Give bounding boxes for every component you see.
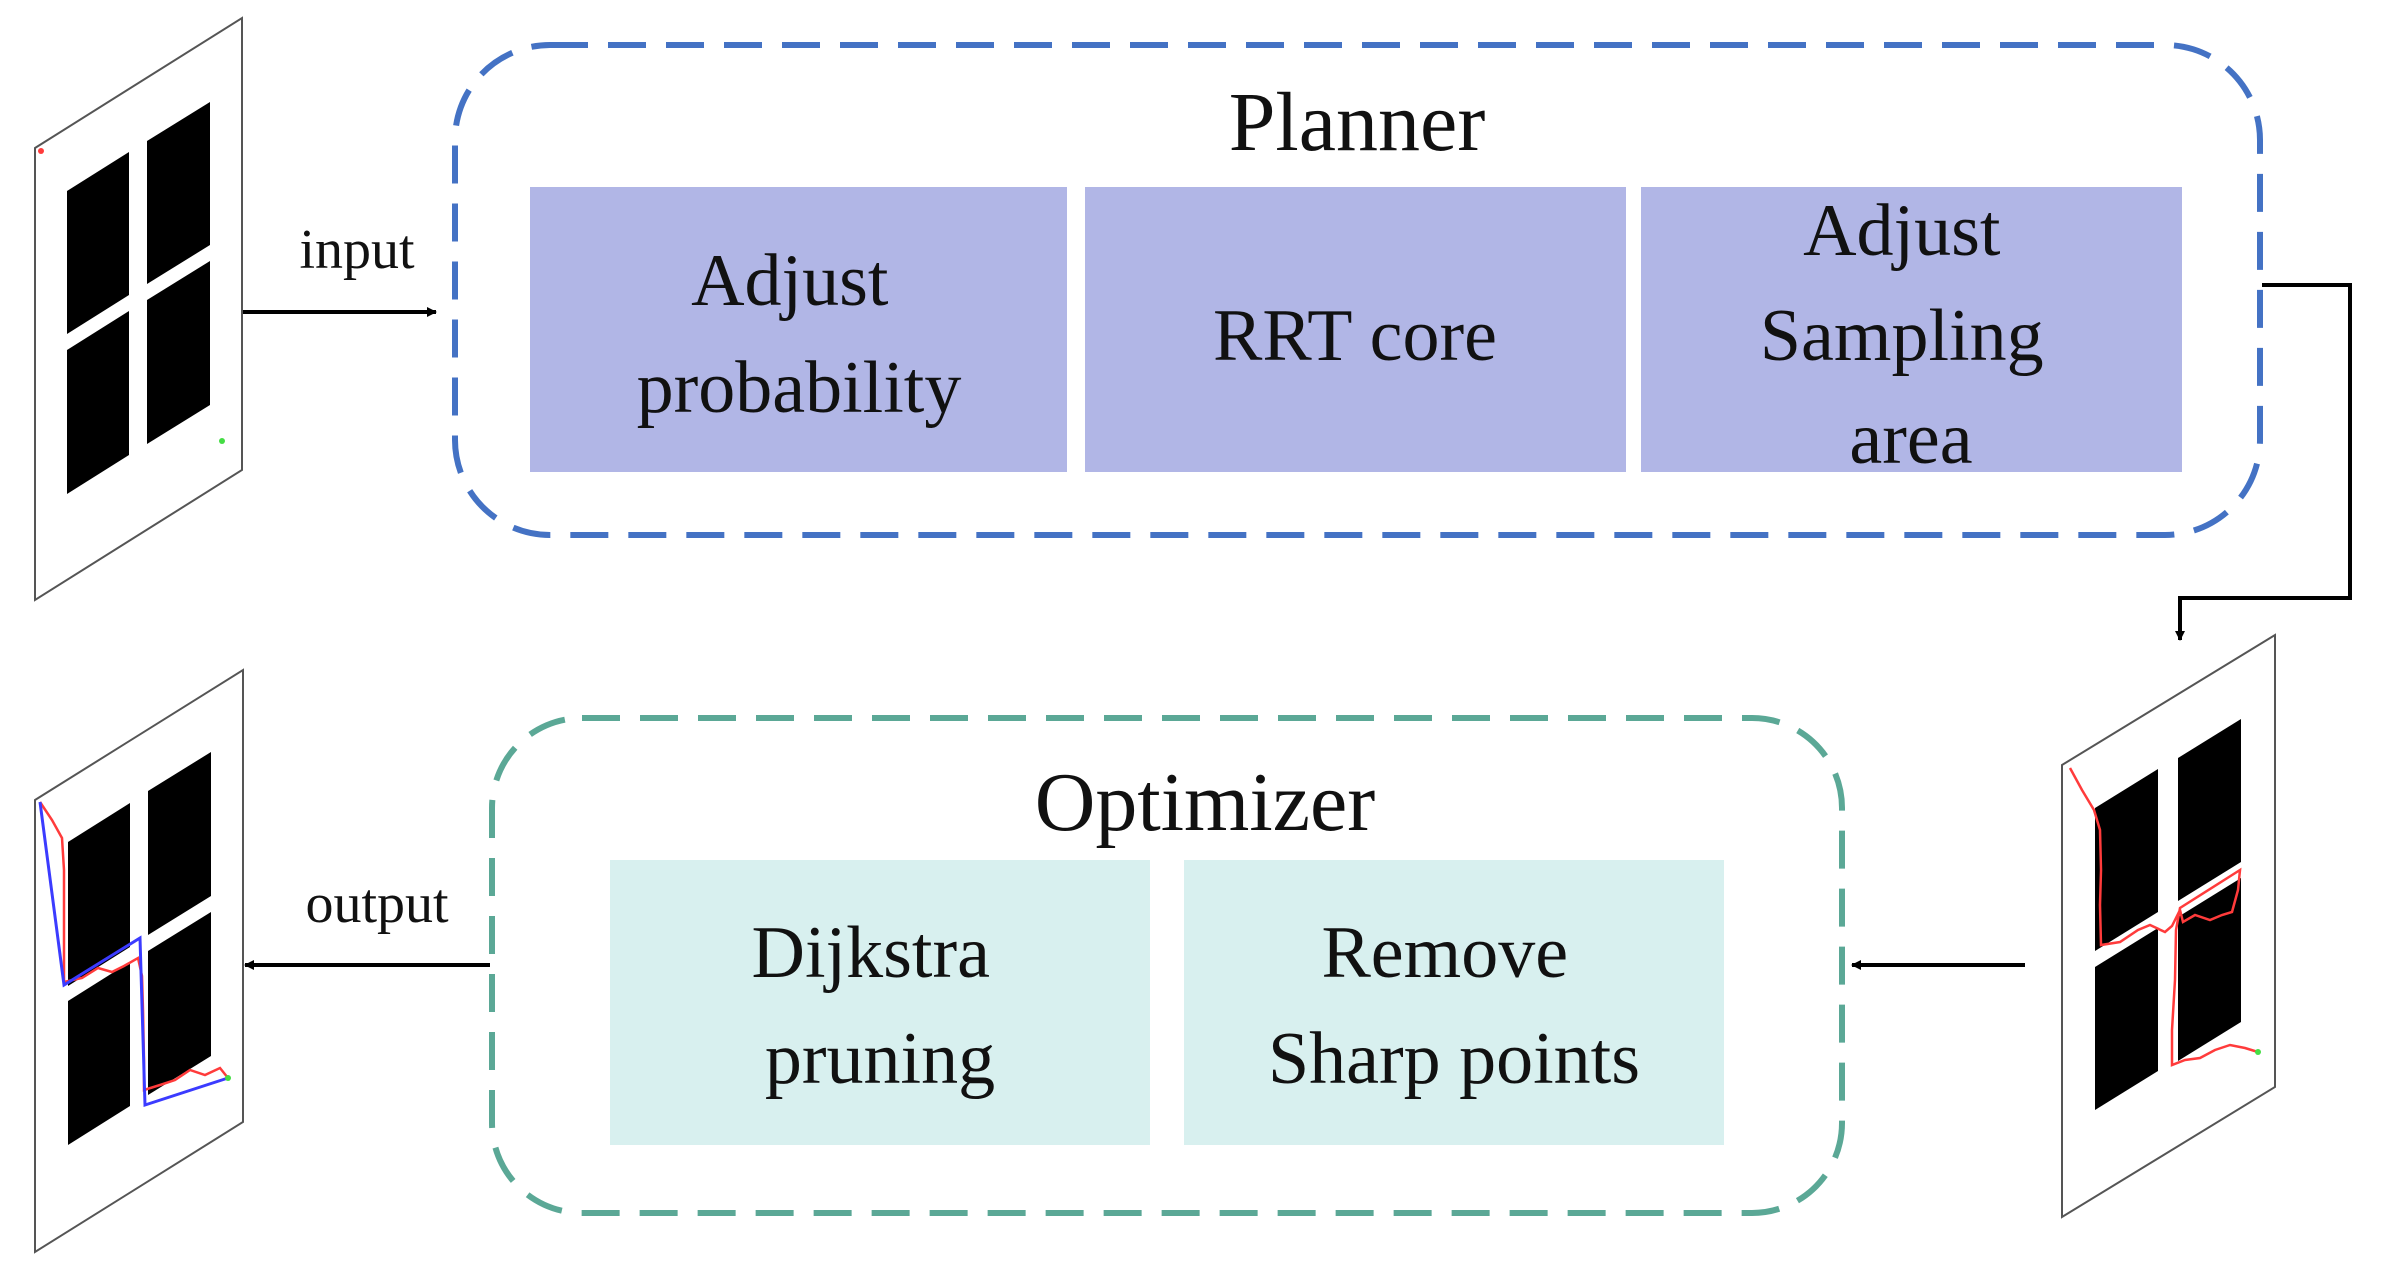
optimizer-title: Optimizer [1035, 756, 1376, 849]
svg-text:Adjust Sampling: Adjust Sampling area [1760, 190, 2062, 480]
optimizer-step-line: Sharp points [1268, 1018, 1640, 1100]
planner-step-box [530, 187, 1067, 472]
planner-frame [452, 42, 2263, 538]
planner-step-box [1085, 187, 1626, 472]
planner-step-line: RRT core [1213, 295, 1497, 377]
obstacle [2178, 878, 2241, 1061]
planner-step-line: area [1849, 398, 1972, 480]
raw-path [38, 801, 229, 1092]
planner-step-line: Sampling [1760, 295, 2044, 377]
obstacle [2095, 928, 2158, 1110]
optimizer-step-dijkstra-pruning: Dijkstra pruning [610, 860, 1150, 1145]
svg-text:RRT core: RRT core [1213, 295, 1497, 377]
obstacle [68, 803, 130, 986]
svg-text:Adjust probability: Adjust probability [637, 240, 962, 429]
optimizer-step-line: Remove [1321, 912, 1568, 994]
obstacle [68, 962, 130, 1145]
obstacle [147, 261, 210, 444]
map-sheet [34, 16, 243, 602]
input-label: input [299, 219, 415, 281]
svg-text:Remove Sharp points: Remove Sharp points [1268, 912, 1640, 1100]
obstacle [147, 102, 210, 284]
planner-step-line: Adjust [1803, 190, 2001, 272]
obstacle [2178, 719, 2241, 901]
optimizer-step-line: pruning [765, 1018, 995, 1100]
goal-point [2255, 1049, 2261, 1055]
goal-point [225, 1075, 231, 1081]
optimizer-frame [489, 715, 1845, 1216]
output-map [34, 668, 244, 1254]
optimizer-step-remove-sharp-points: Remove Sharp points [1184, 860, 1724, 1145]
planner-to-map-arrow [2175, 283, 2352, 641]
obstacle [2095, 769, 2158, 951]
planner-step-adjust-probability: Adjust probability [530, 187, 1067, 472]
planner-group: Planner Adjust probability RRT core Adju… [452, 42, 2263, 538]
optimizer-step-box [610, 860, 1150, 1145]
planner-step-box [1641, 187, 2182, 472]
planner-step-line: Adjust [691, 240, 889, 322]
start-point [38, 148, 44, 154]
goal-point [219, 438, 225, 444]
svg-text:Dijkstra pruning: Dijkstra pruning [752, 912, 1009, 1100]
optimized-path [38, 801, 229, 1108]
planner-step-adjust-sampling-area: Adjust Sampling area [1641, 187, 2182, 480]
optimizer-step-box [1184, 860, 1724, 1145]
connectors: input output [240, 219, 2352, 970]
obstacle [148, 752, 211, 935]
obstacle [148, 912, 211, 1095]
map-sheet [2061, 633, 2276, 1219]
raw-rrt-path [2068, 767, 2259, 1067]
obstacle [67, 311, 129, 494]
obstacle [67, 152, 129, 334]
planner-title: Planner [1229, 76, 1486, 169]
planner-step-line: probability [637, 347, 962, 429]
optimizer-group: Optimizer Dijkstra pruning Remove Sharp … [489, 715, 1845, 1216]
planner-step-rrt-core: RRT core [1085, 187, 1626, 472]
output-label: output [305, 873, 449, 935]
optimizer-step-line: Dijkstra [752, 912, 990, 994]
planned-map [2061, 633, 2276, 1219]
input-map [34, 16, 243, 602]
